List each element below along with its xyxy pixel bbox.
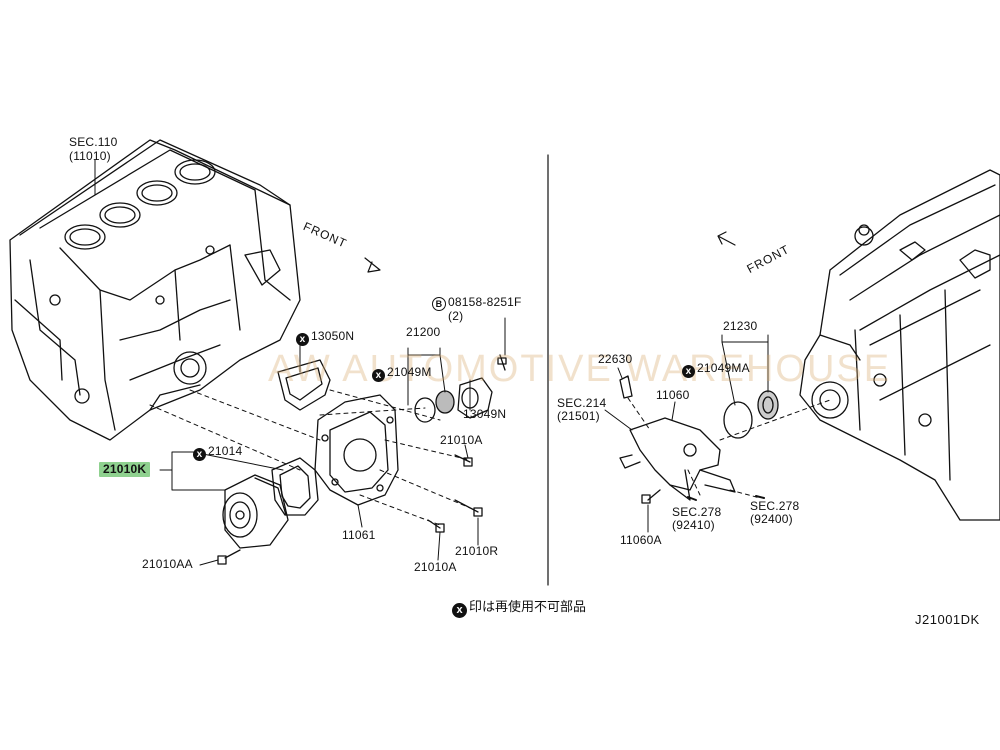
- part-21230[interactable]: 21230: [723, 319, 758, 333]
- part-21010a-bottom[interactable]: 21010A: [414, 560, 457, 574]
- sec-110-code: (11010): [69, 149, 111, 163]
- pump-housing-11061: [314, 394, 399, 506]
- diagram-code: J21001DK: [915, 612, 980, 627]
- part-21010a-top[interactable]: 21010A: [440, 433, 483, 447]
- non-reusable-icon: x: [452, 603, 467, 618]
- sec-278-label-b[interactable]: SEC.278: [750, 499, 800, 513]
- front-arrow-right: [717, 231, 736, 246]
- non-reusable-icon: x: [193, 448, 206, 461]
- engine-block-left: [9, 139, 301, 441]
- engine-block-right: [799, 169, 1000, 521]
- watermark: AW AUTOMOTIVE WAREHOUSE: [268, 348, 892, 390]
- leader-lines-right: [604, 334, 769, 533]
- part-08158-qty: (2): [448, 309, 464, 323]
- sec-278-label-a[interactable]: SEC.278: [672, 505, 722, 519]
- sensor-22630: [619, 375, 633, 399]
- part-21010aa[interactable]: 21010AA: [142, 557, 193, 571]
- part-11060[interactable]: 11060: [656, 388, 690, 402]
- sec-110-label: SEC.110: [69, 135, 118, 149]
- part-21010r[interactable]: 21010R: [455, 544, 499, 558]
- thermostat-21200: [414, 354, 507, 423]
- assembly-lines-right: [627, 397, 831, 499]
- legend-text: 印は再使用不可部品: [469, 599, 587, 614]
- assembly-lines-left: [149, 389, 476, 526]
- water-outlet-11060: [619, 417, 736, 501]
- part-21010k-highlighted[interactable]: 21010K: [99, 462, 151, 477]
- gasket-21014: [271, 457, 319, 516]
- sec-214-code: (21501): [557, 409, 600, 423]
- thermostat-21230: [723, 390, 779, 439]
- non-reusable-icon: x: [296, 333, 309, 346]
- water-pump-21010k: [222, 474, 289, 549]
- part-22630[interactable]: 22630: [598, 352, 633, 366]
- sec-278-code-b: (92400): [750, 512, 793, 526]
- part-11061[interactable]: 11061: [342, 528, 376, 542]
- bolt-ref-icon: B: [432, 297, 446, 311]
- front-arrow-left: [364, 257, 381, 273]
- part-11060a[interactable]: 11060A: [620, 533, 662, 547]
- part-13049n[interactable]: 13049N: [463, 407, 507, 421]
- sec-278-code-a: (92410): [672, 518, 715, 532]
- non-reusable-icon: x: [682, 365, 695, 378]
- non-reusable-icon: x: [372, 369, 385, 382]
- part-21200[interactable]: 21200: [406, 325, 441, 339]
- sec-214-label[interactable]: SEC.214: [557, 396, 607, 410]
- gasket-13050n: [277, 359, 331, 411]
